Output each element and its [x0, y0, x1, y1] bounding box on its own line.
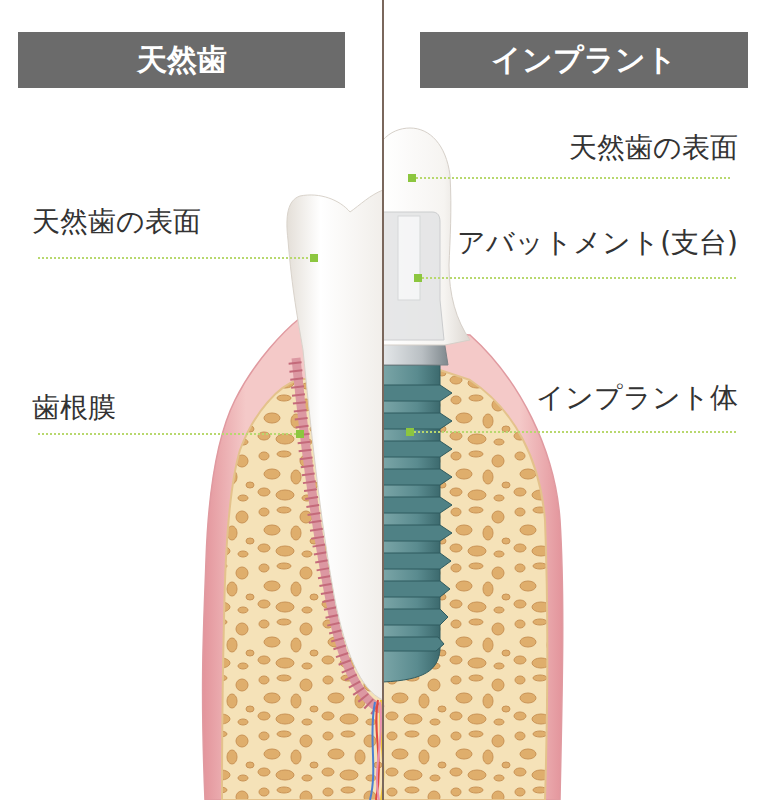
- part-label: 天然歯の表面: [567, 131, 740, 165]
- header-text: 天然歯: [137, 42, 227, 78]
- divider-line: [382, 0, 384, 800]
- natural-tooth: [287, 190, 383, 700]
- header-band: 天然歯: [18, 32, 345, 88]
- abutment: [383, 212, 444, 340]
- nerve-bundle: [370, 700, 383, 800]
- implant-threads: [383, 385, 452, 651]
- leader-dots: [296, 174, 422, 438]
- part-label: インプラント体: [534, 381, 740, 415]
- header-band: インプラント: [420, 32, 748, 88]
- part-label: 歯根膜: [30, 391, 118, 425]
- part-label: アバットメント(支台): [455, 226, 740, 260]
- header-text: インプラント: [491, 42, 677, 78]
- part-label: 天然歯の表面: [30, 205, 203, 239]
